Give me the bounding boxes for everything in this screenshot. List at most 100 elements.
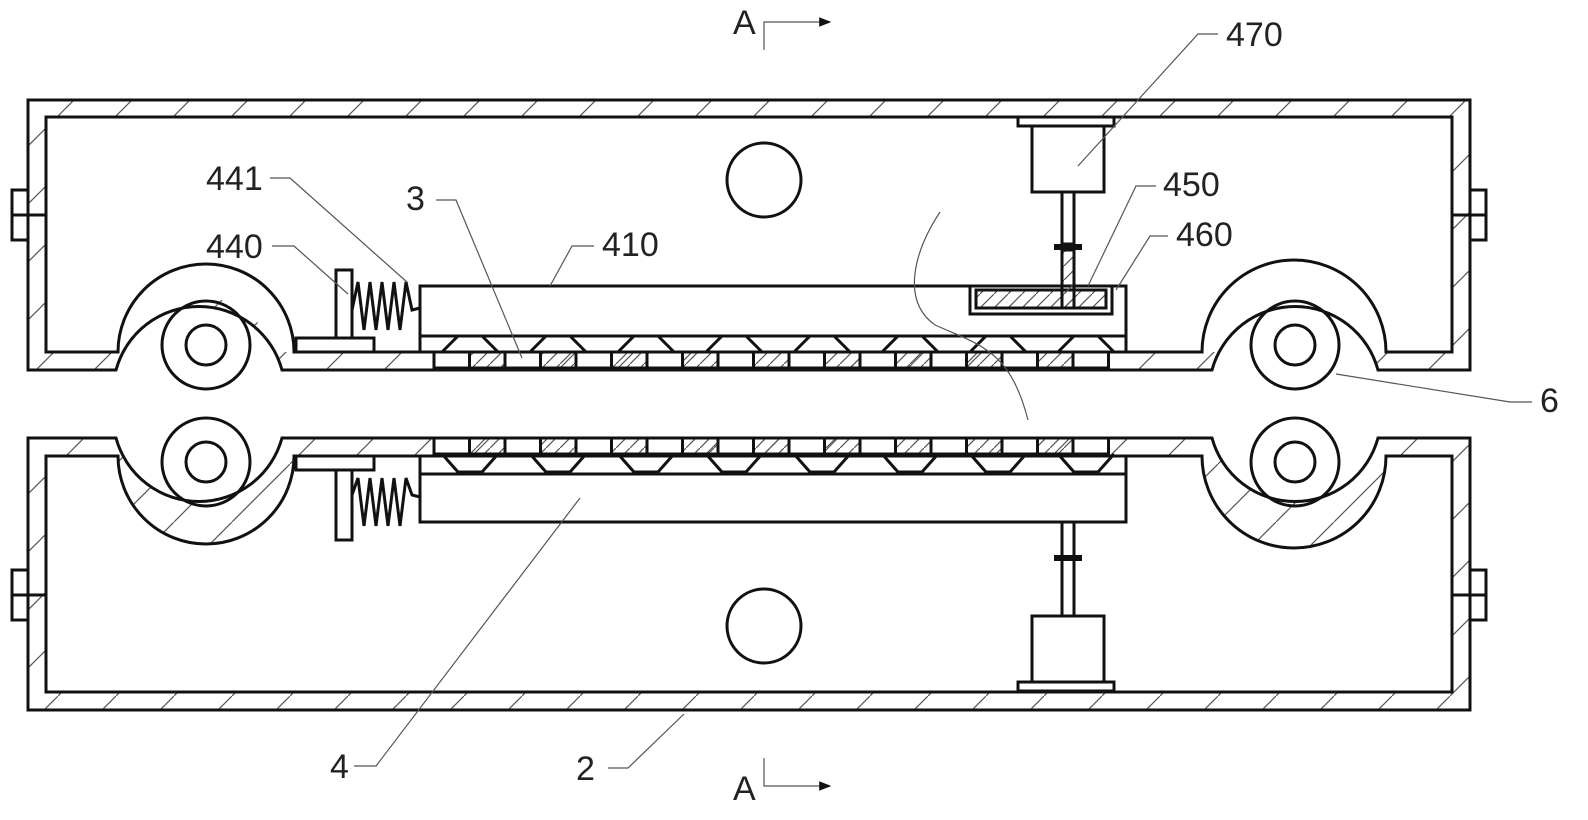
belt-block [858, 436, 897, 456]
belt-block-hatched [823, 436, 862, 456]
spring-bottom [350, 477, 421, 527]
belt-block-hatched [610, 350, 649, 370]
belt-block-hatched [752, 436, 791, 456]
belt-block-hatched [894, 436, 933, 456]
spring-seat-base-top [294, 336, 376, 354]
belt-block [787, 350, 826, 370]
belt-block-hatched [1036, 436, 1075, 456]
cylinder-mount-bottom [1016, 680, 1116, 693]
label-441: 441 [206, 160, 263, 198]
lower-hole [725, 587, 803, 665]
push-plate-top [974, 288, 1108, 310]
belt-tooth [704, 453, 764, 474]
belt-block [503, 436, 542, 456]
section-marker-top: A [733, 4, 832, 50]
rod-collar-bottom [1054, 555, 1082, 561]
belt-tooth [880, 453, 940, 474]
rollers [160, 299, 1341, 508]
section-label-top: A [733, 4, 756, 42]
belt-block-hatched [752, 350, 791, 370]
belt-tooth [528, 453, 588, 474]
belt-block-hatched [965, 436, 1004, 456]
belt-block [929, 350, 968, 370]
spring-seat-base-bottom [294, 454, 376, 472]
belt-block-hatched [823, 350, 862, 370]
label-3: 3 [406, 180, 425, 218]
label-410: 410 [602, 226, 659, 264]
groove-top [968, 286, 1114, 316]
belt-block-hatched [468, 436, 507, 456]
piston-rod-lower-top [1060, 248, 1076, 310]
label-6: 6 [1540, 382, 1559, 420]
spring-top [350, 281, 421, 331]
belt-block-hatched [468, 350, 507, 370]
belt-block [1000, 350, 1039, 370]
cylinder-body-bottom [1030, 614, 1106, 684]
label-2: 2 [576, 750, 595, 788]
belt-block-hatched [539, 350, 578, 370]
roller-top-right [1249, 299, 1341, 391]
piston-rod-bottom [1060, 520, 1076, 618]
belt-tooth [792, 334, 852, 354]
belt-block [858, 350, 897, 370]
label-450: 450 [1163, 166, 1220, 204]
belt-block-hatched [539, 436, 578, 456]
belt-block [432, 436, 471, 456]
right-hinge-bracket-top [1452, 188, 1488, 242]
belt-tooth [1056, 453, 1116, 474]
roller-bottom-right [1249, 416, 1341, 508]
belt-block-hatched [1036, 350, 1075, 370]
belt-block [503, 350, 542, 370]
belt-block [1000, 436, 1039, 456]
belt-tooth [704, 334, 764, 354]
belt-block [716, 436, 755, 456]
belt-block [645, 436, 684, 456]
belt-block-hatched [894, 350, 933, 370]
cylinder-mount-top [1016, 115, 1116, 128]
belt-block-hatched [610, 436, 649, 456]
upper-mechanism [294, 115, 1128, 354]
right-hinge-bracket-bottom [1452, 568, 1488, 622]
belt-tooth [616, 453, 676, 474]
belt-strip-bottom [432, 436, 1116, 474]
roller-top-left [160, 299, 252, 391]
callouts: 470 441 3 450 460 440 410 6 4 2 [206, 16, 1559, 788]
belt-tooth [528, 334, 588, 354]
belt-block [645, 350, 684, 370]
belt-block [1071, 436, 1110, 456]
section-marker-bottom: A [733, 758, 832, 808]
spring-seat-post-top [334, 268, 354, 340]
roller-bottom-left [160, 416, 252, 508]
section-label-bottom: A [733, 770, 756, 808]
belt-block [787, 436, 826, 456]
rod-collar-top [1054, 244, 1082, 250]
label-470: 470 [1226, 16, 1283, 54]
upper-hole [725, 141, 803, 219]
belt-block [574, 350, 613, 370]
belt-tooth [616, 334, 676, 354]
belt-block [929, 436, 968, 456]
lower-housing [10, 436, 1488, 712]
label-440: 440 [206, 228, 263, 266]
belt-block [716, 350, 755, 370]
cylinder-body-top [1030, 124, 1106, 194]
lower-pressing-plate [418, 472, 1128, 524]
left-hinge-bracket-top [10, 188, 46, 242]
belt-block [574, 436, 613, 456]
belt-tooth [440, 453, 500, 474]
break-line [913, 211, 1029, 421]
belt-block-hatched [965, 350, 1004, 370]
label-460: 460 [1176, 216, 1233, 254]
spring-seat-post-bottom [334, 468, 354, 542]
belt-tooth [880, 334, 940, 354]
belt-strip-top [432, 334, 1116, 370]
upper-housing [10, 98, 1488, 372]
piston-rod-top [1060, 190, 1076, 246]
belt-tooth [968, 453, 1028, 474]
belt-tooth [1056, 334, 1116, 354]
belt-tooth [440, 334, 500, 354]
belt-block [432, 350, 471, 370]
belt-tooth [792, 453, 852, 474]
left-hinge-bracket-bottom [10, 568, 46, 622]
